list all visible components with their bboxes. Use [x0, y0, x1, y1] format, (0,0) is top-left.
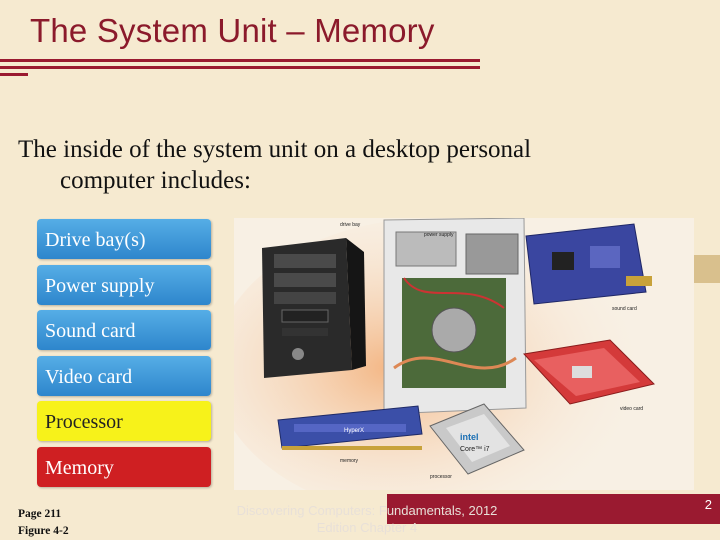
page-number-ref: Page 211 — [18, 508, 62, 520]
label-video-card: Video card — [37, 355, 211, 396]
memory-module: HyperX memory — [277, 405, 423, 464]
label-power-supply: Power supply — [37, 264, 211, 305]
slide-subtitle: The inside of the system unit on a deskt… — [18, 134, 678, 196]
figure-label-ram-brand: HyperX — [344, 428, 364, 434]
figure-label-video-card: video card — [620, 406, 643, 412]
label-memory: Memory — [37, 446, 211, 487]
component-label-list: Drive bay(s) Power supply Sound card Vid… — [37, 219, 211, 493]
open-case: drive bay power supply — [340, 218, 527, 415]
processor-chip: intel Core™ i7 processor — [429, 403, 525, 480]
course-footer: Discovering Computers: Fundamentals, 201… — [222, 502, 512, 536]
figure-label-processor: processor — [430, 474, 452, 480]
slide-title: The System Unit – Memory — [30, 12, 435, 49]
subtitle-line-1: The inside of the system unit on a deskt… — [18, 136, 532, 163]
label-processor: Processor — [37, 401, 211, 442]
course-line-1: Discovering Computers: Fundamentals, 201… — [236, 503, 498, 518]
figure-ref: Figure 4-2 — [18, 525, 69, 537]
system-unit-figure: drive bay power supply sound card video … — [234, 218, 694, 490]
label-sound-card: Sound card — [37, 310, 211, 351]
title-underline-2 — [0, 66, 480, 69]
page-reference: Page 211 Figure 4-2 — [18, 506, 69, 540]
video-card: video card — [523, 339, 655, 412]
figure-label-cpu-brand: intel — [460, 432, 479, 442]
desktop-tower — [262, 238, 366, 378]
title-underline-3 — [0, 73, 28, 76]
figure-label-power-supply: power supply — [424, 232, 454, 238]
slide-number: 2 — [704, 497, 712, 512]
figure-label-sound-card: sound card — [612, 306, 637, 312]
figure-label-memory: memory — [340, 458, 359, 464]
figure-label-cpu-model: Core™ i7 — [460, 446, 490, 453]
figure-label-drive-bay: drive bay — [340, 222, 361, 228]
course-line-2: Edition Chapter 4 — [316, 520, 418, 535]
sound-card: sound card — [525, 223, 652, 312]
label-drive-bay: Drive bay(s) — [37, 219, 211, 259]
footer-accent-bar — [387, 494, 720, 524]
system-unit-illustration: drive bay power supply sound card video … — [234, 218, 655, 490]
side-tab — [694, 255, 720, 283]
subtitle-line-2: computer includes: — [60, 167, 251, 194]
title-underline-1 — [0, 59, 480, 62]
